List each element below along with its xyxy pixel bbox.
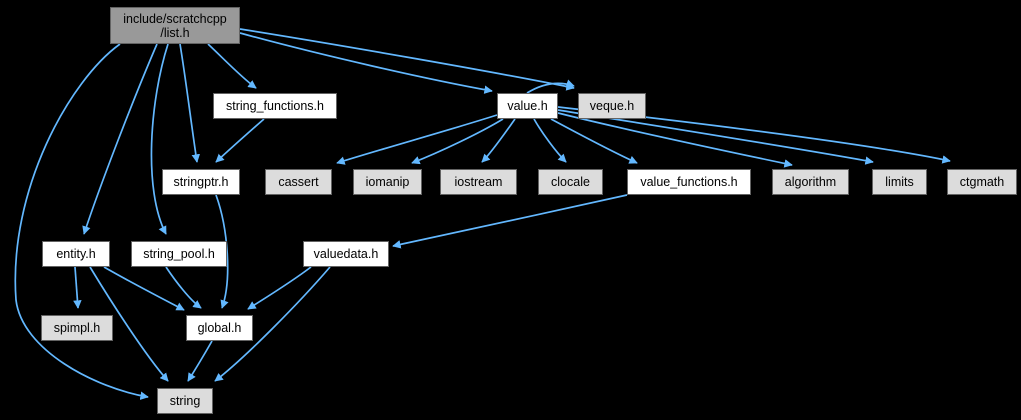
edge-list-to-string_pool (150, 43, 169, 235)
dependency-edges (14, 28, 951, 400)
edge-value-to-veque (526, 79, 575, 94)
edge-value-to-value_functions (550, 118, 638, 164)
edge-list-to-value (239, 32, 493, 94)
node-clocale[interactable]: clocale (538, 169, 603, 195)
edge-entity-to-global (103, 266, 185, 311)
edge-stringptr-to-global (215, 194, 229, 309)
edge-entity-to-spimpl (73, 266, 82, 309)
edge-entity-to-string (89, 266, 169, 382)
node-global[interactable]: global.h (186, 315, 253, 341)
node-limits[interactable]: limits (872, 169, 927, 195)
edge-list-to-string_functions (207, 43, 257, 89)
node-list: include/scratchcpp /list.h (110, 7, 240, 44)
node-ctgmath[interactable]: ctgmath (947, 169, 1017, 195)
node-spimpl[interactable]: spimpl.h (41, 315, 113, 341)
node-iomanip[interactable]: iomanip (353, 169, 422, 195)
edge-value-to-iostream (481, 118, 516, 163)
edge-list-to-string (14, 43, 149, 400)
edge-string_functions-to-stringptr (215, 118, 265, 163)
edge-list-to-veque (239, 28, 575, 91)
edge-list-to-stringptr (179, 43, 201, 163)
node-value[interactable]: value.h (497, 93, 558, 119)
node-veque[interactable]: veque.h (578, 93, 646, 119)
edge-valuedata-to-string (214, 266, 331, 382)
edge-valuedata-to-global (247, 266, 312, 310)
edge-string_pool-to-global (165, 266, 202, 309)
edge-value-to-algorithm (557, 112, 793, 168)
node-string[interactable]: string (157, 388, 213, 414)
node-string_functions[interactable]: string_functions.h (213, 93, 337, 119)
node-algorithm[interactable]: algorithm (772, 169, 849, 195)
edge-list-to-entity (82, 43, 158, 235)
edge-global-to-string (187, 340, 213, 382)
node-iostream[interactable]: iostream (440, 169, 517, 195)
node-stringptr[interactable]: stringptr.h (162, 169, 240, 195)
edge-value-to-cassert (336, 114, 498, 165)
node-string_pool[interactable]: string_pool.h (131, 241, 227, 267)
node-value_functions[interactable]: value_functions.h (627, 169, 751, 195)
edge-value-to-clocale (533, 118, 567, 163)
edge-value-to-iomanip (411, 118, 504, 165)
node-cassert[interactable]: cassert (265, 169, 332, 195)
node-valuedata[interactable]: valuedata.h (303, 241, 389, 267)
node-entity[interactable]: entity.h (42, 241, 110, 267)
edge-value_functions-to-valuedata (392, 194, 628, 249)
